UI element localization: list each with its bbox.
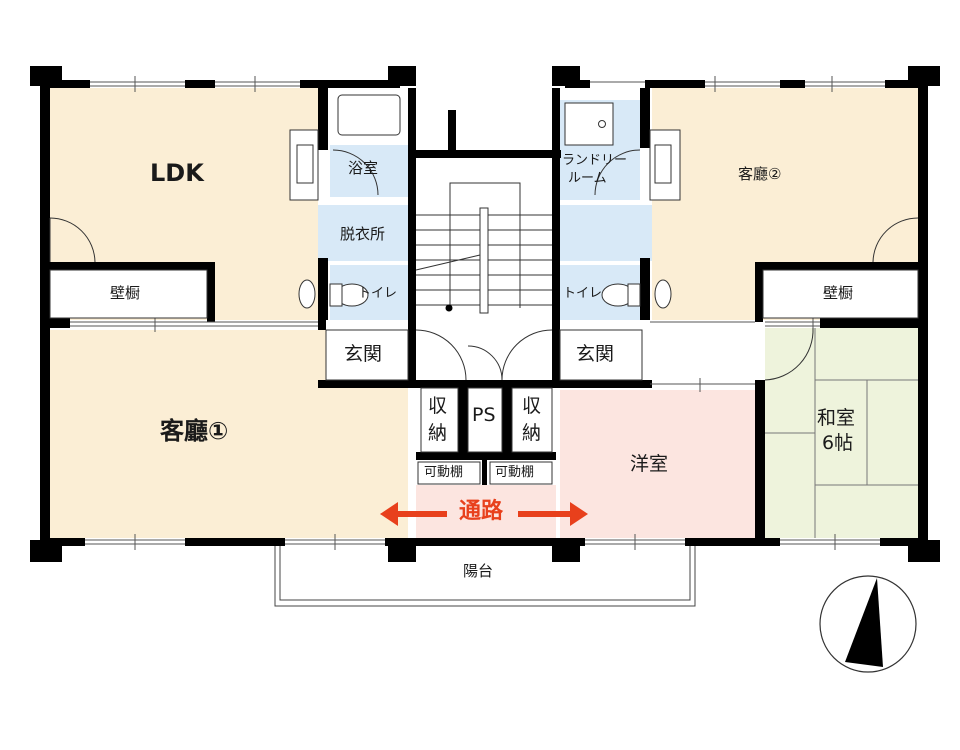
room-ldk: LDK: [150, 159, 204, 187]
shelf-left: 可動棚: [424, 465, 464, 480]
room-laundry-line2: ルーム: [568, 171, 607, 186]
room-entrance-left: 玄関: [344, 343, 383, 365]
room-ps: PS: [472, 404, 496, 426]
dressing-floor: [318, 205, 408, 261]
north-arrow-compass: [819, 575, 917, 673]
tatami-lines: [765, 328, 918, 538]
room-bath: 浴室: [348, 159, 379, 177]
western-floor: [560, 390, 755, 538]
hall-right-floor: [560, 205, 652, 261]
room-living1: 客廳①: [160, 417, 229, 445]
room-closet-right: 壁橱: [823, 284, 854, 302]
room-japanese-line1: 和室: [817, 407, 856, 429]
room-japanese-line2: 6帖: [822, 432, 854, 454]
room-living2: 客廳②: [738, 165, 782, 183]
room-closet-left: 壁橱: [110, 284, 141, 302]
room-toilet-left: トイレ: [358, 286, 398, 301]
bath-floor: [330, 145, 408, 197]
balcony-rail: [274, 546, 696, 607]
room-laundry-line1: ランドリー: [562, 153, 628, 168]
corridor-label: 通路: [459, 499, 504, 524]
balcony-label: 陽台: [463, 562, 494, 580]
storage-left-2: 納: [428, 422, 448, 444]
corridor-arrows: [380, 502, 588, 526]
room-toilet-right: トイレ: [563, 286, 603, 301]
storage-left-1: 収: [428, 395, 448, 417]
room-entrance-right: 玄関: [576, 343, 615, 365]
shelf-right: 可動棚: [495, 465, 535, 480]
staircase: [415, 182, 552, 314]
storage-right-1: 収: [522, 395, 542, 417]
room-dressing: 脱衣所: [340, 225, 386, 243]
storage-right-2: 納: [522, 422, 542, 444]
room-western: 洋室: [630, 453, 669, 475]
